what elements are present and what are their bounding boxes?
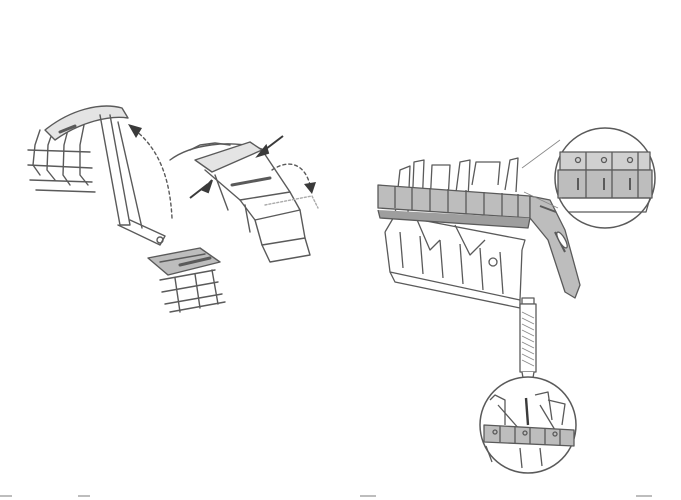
bottom-mark xyxy=(360,495,376,497)
bottom-mark xyxy=(78,495,90,497)
bottom-mark xyxy=(636,495,652,497)
bottom-mark xyxy=(0,495,12,497)
magnifier-detail-icon xyxy=(480,377,576,473)
